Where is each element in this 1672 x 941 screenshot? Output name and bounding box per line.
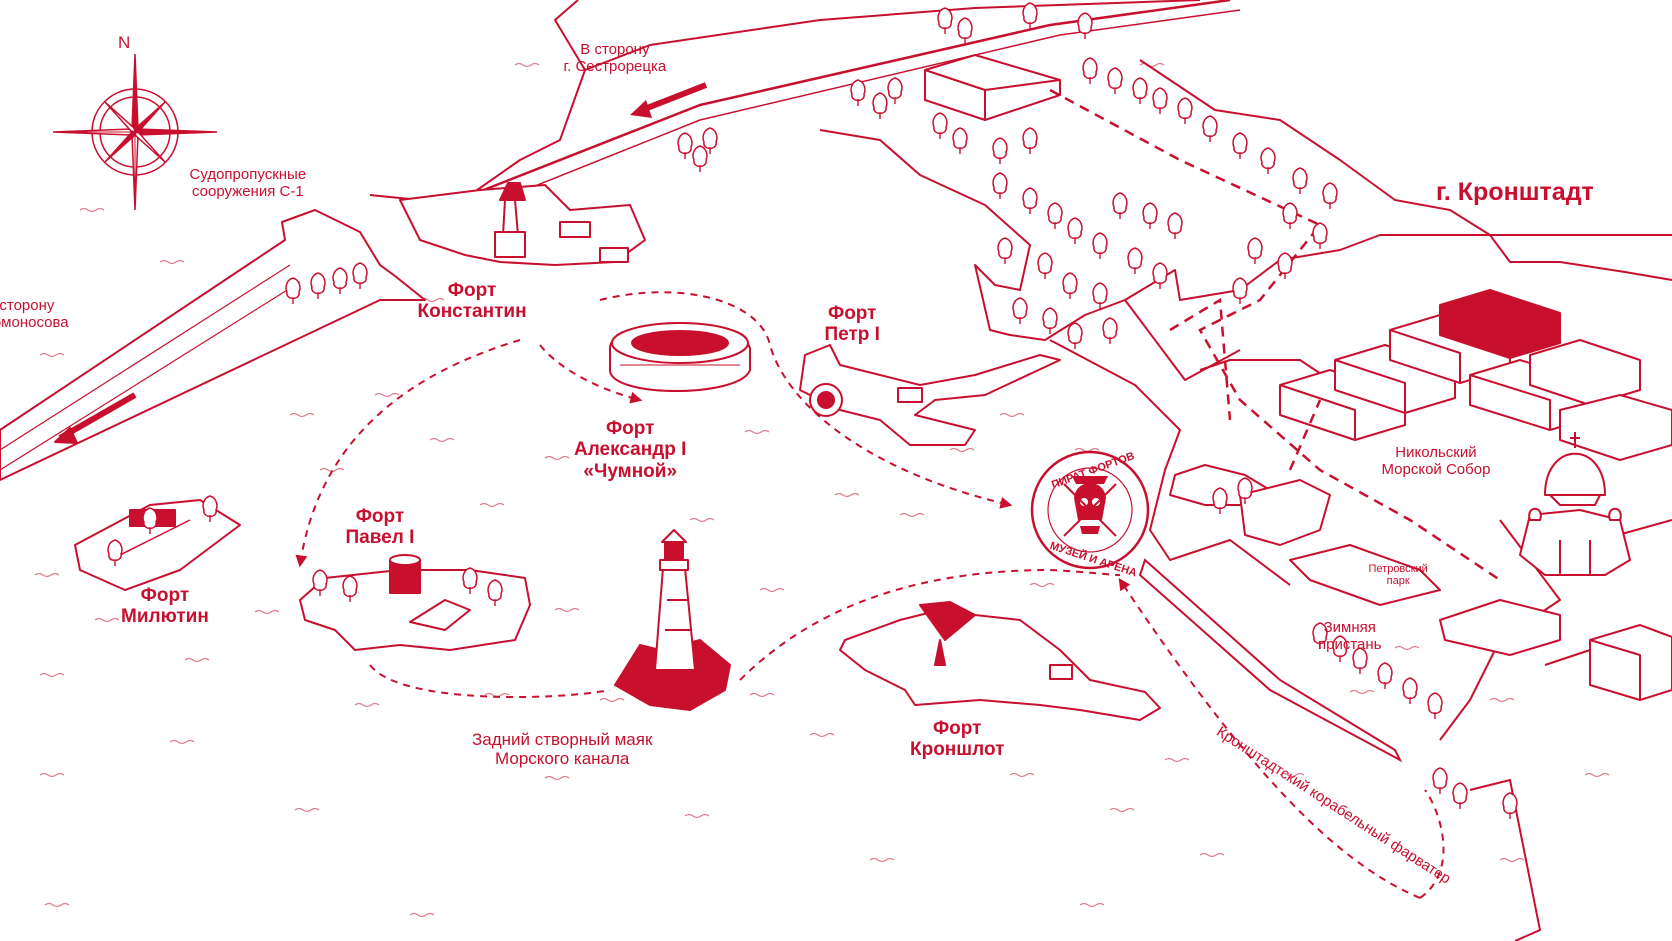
fort-kronshlot (839, 601, 1161, 721)
label-line: Петр I (824, 324, 880, 346)
north-coast (369, 0, 1672, 281)
arrow-to-sestroretsk-icon (630, 82, 708, 118)
label-fort-pavel: Форт Павел I (346, 506, 415, 549)
label-line: Константин (417, 301, 527, 323)
label-line: Милютин (121, 606, 209, 628)
label-to-sestroretsk: В сторону г. Сестрорецка (563, 41, 667, 76)
excursion-route (295, 291, 1445, 899)
compass-north-label: N (118, 33, 131, 52)
label-line: пристань (1318, 635, 1382, 653)
fort-milyutin (74, 499, 241, 591)
label-line: Зимняя (1323, 619, 1376, 636)
label-line: г. Ломоносова (0, 313, 69, 331)
fort-konstantin (399, 182, 646, 266)
label-line: Форт (827, 303, 877, 324)
city-blocks (1169, 464, 1561, 656)
label-line: Никольский (1395, 444, 1477, 461)
label-line: парк (1386, 575, 1410, 588)
label-fort-alexander: Форт Александр I «Чумной» (574, 418, 686, 482)
label-fort-konstantin: Форт Константин (418, 280, 527, 323)
label-line: сооружения С-1 (191, 182, 304, 200)
south-breakwater (1469, 778, 1542, 941)
nikolsky-cathedral-icon (1519, 432, 1631, 576)
fort-alexander (609, 322, 751, 392)
label-line: Форт (447, 280, 497, 301)
label-line: «Чумной» (583, 460, 678, 482)
label-dam-c1: Судопропускные сооружения С-1 (189, 166, 307, 201)
fort-petr (799, 344, 1061, 446)
label-kronstadt: г. Кронштадт (1436, 178, 1594, 206)
label-line: Александр I (574, 439, 687, 461)
label-line: Павел I (345, 527, 415, 549)
label-rear-range-lighthouse: Задний створный маяк Морского канала (472, 730, 652, 768)
label-line: Морского канала (495, 749, 630, 769)
fort-pavel (299, 554, 531, 651)
label-fort-kronshlot: Форт Кроншлот (910, 718, 1004, 761)
label-line: Форт (355, 506, 405, 527)
label-fort-petr: Форт Петр I (825, 303, 880, 346)
label-line: Петровский (1368, 563, 1428, 575)
label-line: Форт (932, 718, 982, 739)
dam-road (0, 209, 426, 481)
label-petrovsky-park: Петровский парк (1369, 563, 1428, 588)
label-line: Форт (140, 585, 190, 606)
label-line: Задний створный маяк (472, 730, 653, 749)
label-line: В сторону (580, 41, 650, 58)
label-line: Кроншлот (910, 739, 1005, 761)
label-line: г. Сестрорецка (563, 57, 667, 75)
label-to-lomonosov: В сторону г. Ломоносова (0, 297, 69, 332)
label-line: Морской Собор (1381, 460, 1491, 478)
fairway-breakwater (1138, 558, 1403, 763)
label-nikolsky-cathedral: Никольский Морской Собор (1381, 444, 1491, 479)
rear-range-lighthouse-icon (614, 529, 731, 711)
city-boundary (1049, 88, 1501, 582)
label-line: В сторону (0, 297, 55, 314)
compass-rose-icon (52, 53, 218, 211)
pirate-forts-logo-icon (1030, 450, 1150, 570)
label-fort-milyutin: Форт Милютин (121, 585, 209, 628)
label-winter-pier: Зимняя пристань (1318, 619, 1382, 654)
label-line: Судопропускные (189, 166, 307, 183)
label-line: Форт (605, 418, 655, 439)
city-buildings (924, 54, 1672, 701)
